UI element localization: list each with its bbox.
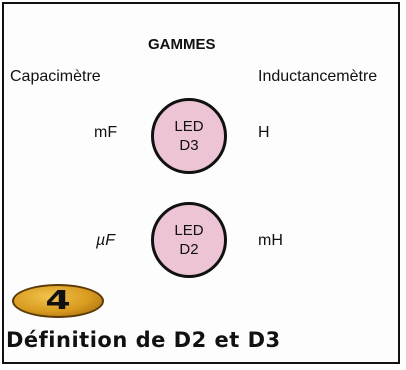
led-d2: LED D2 [151,202,227,278]
figure-number-badge: 4 [12,284,104,318]
led-d2-line2: D2 [179,241,199,258]
led-d3-line1: LED [174,118,204,135]
figure-number: 4 [45,286,71,316]
led-d2-line1: LED [174,222,204,239]
unit-h-label: H [258,124,270,141]
capacimeter-title: Capacimètre [10,68,101,85]
figure-caption: Définition de D2 et D3 [6,328,281,352]
led-d3-line2: D3 [179,137,199,154]
unit-mf-label: mF [94,124,118,141]
led-d3: LED D3 [151,98,227,174]
ranges-heading: GAMMES [148,36,216,53]
inductancemeter-title: Inductancemètre [258,68,378,85]
unit-mh-label: mH [258,232,283,249]
unit-uf-label: µF [96,232,115,249]
